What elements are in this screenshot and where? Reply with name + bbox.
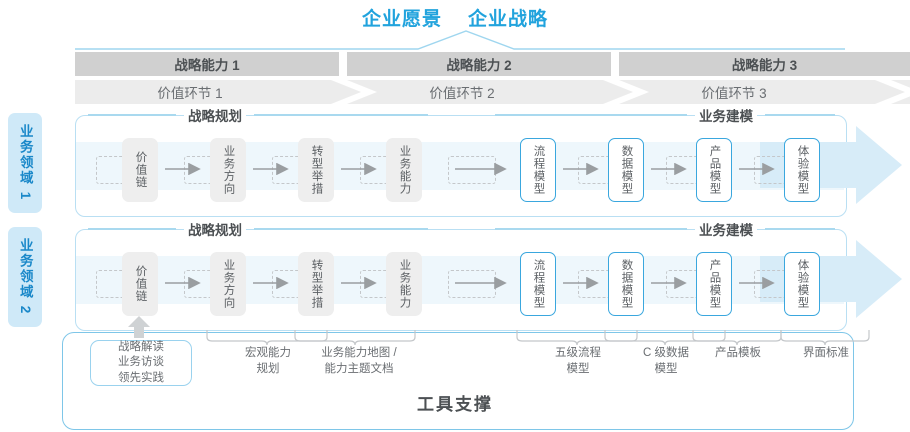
- node-label: 产品模型: [708, 145, 721, 195]
- node-planning-2[interactable]: 业务方向: [210, 138, 246, 202]
- enterprise-vision-title: 企业愿景: [361, 9, 442, 30]
- node-planning-2-row2[interactable]: 业务方向: [210, 252, 246, 316]
- arrow-right-icon: [341, 163, 377, 175]
- value-chain-text: 价值环节 1: [157, 86, 223, 101]
- node-label: 业务能力: [398, 259, 411, 309]
- node-label: 价值链: [134, 151, 147, 189]
- capability-bar-2: 战略能力 2: [347, 52, 611, 76]
- brace-connector: [692, 330, 782, 346]
- node-label: 数据模型: [620, 145, 633, 195]
- node-planning-3[interactable]: 转型举措: [298, 138, 334, 202]
- arrow-right-icon: [651, 277, 687, 289]
- value-chain-band: [75, 80, 910, 104]
- node-modeling-4[interactable]: 体验模型: [784, 138, 820, 202]
- node-label: 业务方向: [222, 145, 235, 195]
- node-modeling-3-row2[interactable]: 产品模型: [696, 252, 732, 316]
- section-title: 业务建模: [695, 105, 757, 125]
- enterprise-strategy-title: 企业战略: [468, 9, 549, 30]
- arrow-right-icon: [165, 163, 201, 175]
- annotation-capability-map: 业务能力地图 / 能力主题文档: [321, 347, 397, 375]
- capability-label: 战略能力 1: [174, 58, 240, 73]
- annotation-box-strategy-input: 战略解读 业务访谈 领先实践: [90, 340, 192, 386]
- value-chain-label-1: 价值环节 1: [75, 80, 305, 104]
- node-modeling-4-row2[interactable]: 体验模型: [784, 252, 820, 316]
- annotation-process-model: 五级流程 模型: [555, 347, 601, 375]
- section-title: 战略规划: [184, 105, 246, 125]
- node-label: 产品模型: [708, 259, 721, 309]
- node-planning-1[interactable]: 价值链: [122, 138, 158, 202]
- annotation-product-template: 产品模板: [715, 347, 761, 359]
- section-header-planning-1: 战略规划: [88, 105, 428, 125]
- node-modeling-3[interactable]: 产品模型: [696, 138, 732, 202]
- annotation-data-model: C 级数据 模型: [643, 347, 689, 375]
- arrow-right-icon: [253, 163, 289, 175]
- node-planning-1-row2[interactable]: 价值链: [122, 252, 158, 316]
- domain-label: 业务领域 1: [17, 124, 33, 202]
- tool-support-container: [62, 332, 854, 430]
- node-modeling-1[interactable]: 流程模型: [520, 138, 556, 202]
- arrow-right-icon: [563, 277, 599, 289]
- arrow-right-icon: [739, 163, 775, 175]
- node-label: 体验模型: [796, 259, 809, 309]
- vision-title-row: 企业愿景 企业战略: [0, 4, 910, 31]
- brace-connector: [294, 330, 416, 346]
- chevron-up-connector-icon: [75, 30, 845, 50]
- node-planning-3-row2[interactable]: 转型举措: [298, 252, 334, 316]
- node-label: 价值链: [134, 265, 147, 303]
- brace-connector: [780, 330, 870, 346]
- arrow-right-icon: [651, 163, 687, 175]
- arrow-right-icon: [739, 277, 775, 289]
- node-modeling-2-row2[interactable]: 数据模型: [608, 252, 644, 316]
- section-title: 业务建模: [695, 219, 757, 239]
- capability-bar-1: 战略能力 1: [75, 52, 339, 76]
- annotation-ui-standard: 界面标准: [803, 347, 849, 359]
- node-label: 转型举措: [310, 259, 323, 309]
- node-label: 业务能力: [398, 145, 411, 195]
- section-header-planning-2: 战略规划: [88, 219, 428, 239]
- capability-bar-3: 战略能力 3: [619, 52, 910, 76]
- node-label: 数据模型: [620, 259, 633, 309]
- node-label: 转型举措: [310, 145, 323, 195]
- arrow-right-icon: [253, 277, 289, 289]
- arrow-right-icon: [455, 277, 507, 289]
- node-label: 业务方向: [222, 259, 235, 309]
- node-label: 体验模型: [796, 145, 809, 195]
- node-modeling-1-row2[interactable]: 流程模型: [520, 252, 556, 316]
- arrow-right-icon: [455, 163, 507, 175]
- node-label: 流程模型: [532, 259, 545, 309]
- sidebar-item-domain-1[interactable]: 业务领域 1: [8, 113, 42, 213]
- value-chain-text: 价值环节 3: [701, 86, 767, 101]
- node-label: 流程模型: [532, 145, 545, 195]
- section-header-modeling-2: 业务建模: [495, 219, 835, 239]
- section-title: 战略规划: [184, 219, 246, 239]
- capability-label: 战略能力 2: [446, 58, 512, 73]
- arrow-up-icon: [128, 316, 150, 338]
- node-planning-4-row2[interactable]: 业务能力: [386, 252, 422, 316]
- arrow-right-icon: [165, 277, 201, 289]
- annotation-macro-capability: 宏观能力 规划: [245, 347, 291, 375]
- node-modeling-2[interactable]: 数据模型: [608, 138, 644, 202]
- tool-support-title: 工具支撑: [417, 395, 493, 414]
- node-planning-4[interactable]: 业务能力: [386, 138, 422, 202]
- arrow-right-icon: [563, 163, 599, 175]
- domain-label: 业务领域 2: [17, 238, 33, 316]
- value-chain-label-2: 价值环节 2: [347, 80, 577, 104]
- section-header-modeling-1: 业务建模: [495, 105, 835, 125]
- capability-label: 战略能力 3: [731, 58, 798, 73]
- arrow-right-icon: [341, 277, 377, 289]
- value-chain-label-3: 价值环节 3: [619, 80, 849, 104]
- value-chain-text: 价值环节 2: [429, 86, 495, 101]
- sidebar-item-domain-2[interactable]: 业务领域 2: [8, 227, 42, 327]
